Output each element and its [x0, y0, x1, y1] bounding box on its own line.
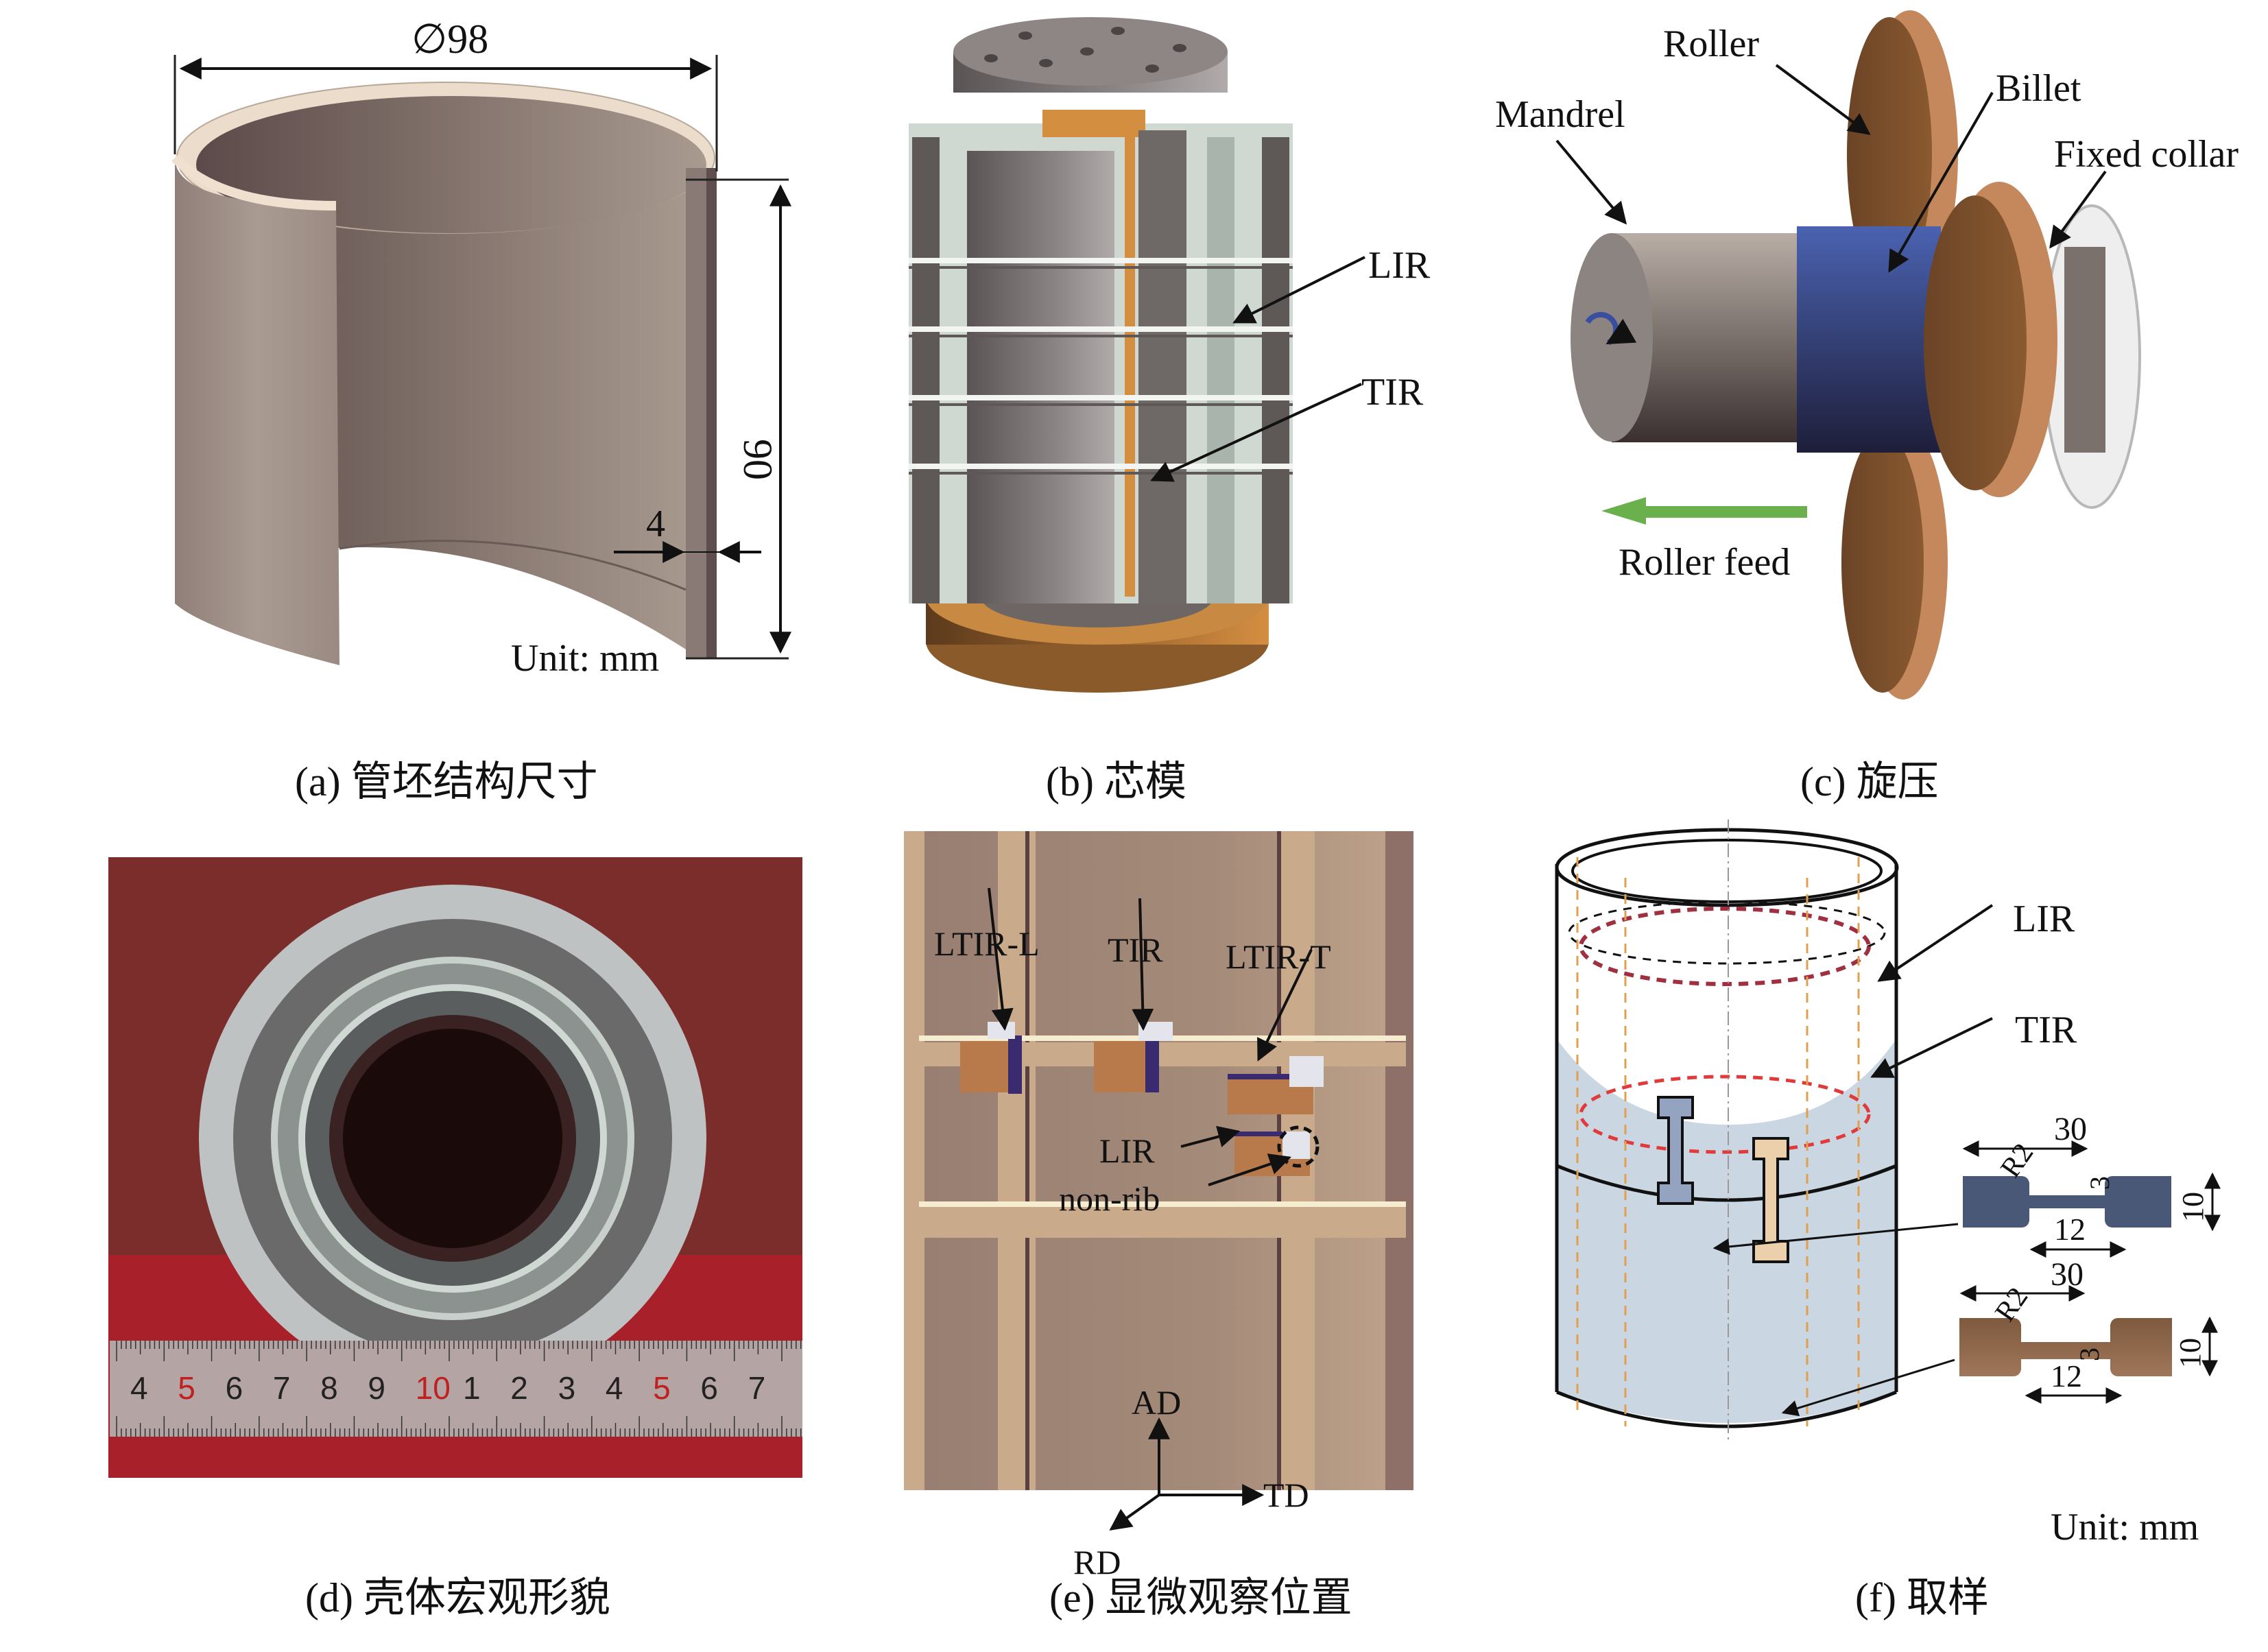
- non-rib-label: non-rib: [1059, 1180, 1160, 1218]
- rd-axis-arrow: [1109, 1494, 1160, 1531]
- ltir-l-label: LTIR-L: [934, 924, 1040, 963]
- upper-grip-width: 10: [2176, 1192, 2210, 1222]
- upper-specimen: 30 R2 3 12 10: [1962, 1111, 2221, 1258]
- caption-c: (c) 旋压: [1800, 759, 1939, 804]
- rotation-icon: [1585, 311, 1637, 346]
- upper-gauge-length: 12: [2054, 1212, 2086, 1247]
- tir-label-e: TIR: [1108, 931, 1163, 969]
- fixed-collar-label: Fixed collar: [2054, 133, 2239, 176]
- ruler-number: 7: [748, 1370, 766, 1406]
- ruler-number: 8: [320, 1370, 338, 1406]
- lower-specimen: 30 R2 3 12 10: [1959, 1256, 2218, 1404]
- sampling-cylinder-drawing: [1555, 819, 1899, 1440]
- ruler-number: 1: [463, 1370, 481, 1406]
- tir-label-f: TIR: [2015, 1009, 2077, 1051]
- ruler-number: 3: [558, 1370, 576, 1406]
- ruler-number: 5: [178, 1370, 195, 1406]
- ruler-number: 4: [130, 1370, 148, 1406]
- roller-feed-label: Roller feed: [1619, 541, 1790, 584]
- ruler-number: 4: [606, 1370, 623, 1406]
- caption-d: (d) 壳体宏观形貌: [305, 1575, 610, 1620]
- tir-arrow-b: [1150, 383, 1362, 482]
- ruler-number: 6: [226, 1370, 243, 1406]
- spinning-setup-drawing: [1571, 10, 2141, 699]
- lower-grip-width: 10: [2173, 1338, 2207, 1368]
- panel-a: ∅98 90 4 Unit: mm (a) 管坯结构尺寸: [171, 16, 791, 804]
- non-rib-highlight-circle: [1277, 1125, 1320, 1168]
- unit-label-f: Unit: mm: [2051, 1506, 2199, 1548]
- lir-label-f: LIR: [2013, 898, 2075, 940]
- ruler-number: 2: [510, 1370, 528, 1406]
- upper-gauge-width: 3: [2084, 1176, 2115, 1190]
- tir-label-b: TIR: [1361, 371, 1424, 414]
- height-label: 90: [735, 439, 780, 480]
- unit-label-a: Unit: mm: [511, 637, 659, 680]
- ruler-number: 5: [653, 1370, 671, 1406]
- lir-label-b: LIR: [1368, 244, 1431, 287]
- tube-billet-drawing: [171, 82, 717, 665]
- lir-label-e: LIR: [1099, 1132, 1155, 1170]
- roller-feed-arrow: [1601, 497, 1807, 525]
- diameter-label: ∅98: [411, 16, 488, 62]
- panel-e: LTIR-L TIR LTIR-T LIR non-rib AD TD RD (…: [904, 831, 1413, 1620]
- mandrel-assembly-drawing: [909, 17, 1293, 693]
- roller-label: Roller: [1663, 23, 1759, 65]
- upper-total-length: 30: [2054, 1111, 2087, 1147]
- ruler-ticks: [116, 1341, 802, 1437]
- mandrel-label: Mandrel: [1495, 93, 1625, 136]
- panel-c: Roller Mandrel Billet Fixed collar Rolle…: [1495, 10, 2239, 804]
- caption-b: (b) 芯模: [1046, 759, 1186, 804]
- ad-label: AD: [1132, 1383, 1181, 1422]
- caption-a: (a) 管坯结构尺寸: [295, 759, 598, 804]
- ltir-t-label: LTIR-T: [1226, 937, 1331, 976]
- caption-f: (f) 取样: [1855, 1575, 1989, 1620]
- panel-b: LIR TIR (b) 芯模: [909, 17, 1431, 804]
- ruler-number: 9: [368, 1370, 385, 1406]
- ruler-number: 6: [700, 1370, 718, 1406]
- rd-label: RD: [1073, 1543, 1121, 1581]
- ruler-number: 7: [273, 1370, 291, 1406]
- thickness-label: 4: [646, 503, 665, 545]
- ruler-number: 10: [416, 1370, 451, 1406]
- lower-total-length: 30: [2051, 1256, 2084, 1293]
- td-label: TD: [1263, 1476, 1309, 1514]
- caption-e: (e) 显微观察位置: [1049, 1575, 1352, 1620]
- lower-gauge-length: 12: [2051, 1358, 2082, 1393]
- lir-arrow-b: [1232, 256, 1365, 324]
- billet-label: Billet: [1996, 67, 2081, 110]
- panel-f: LIR TIR 30 R2 3 12 10 30 R2 3 12 10: [1555, 819, 2221, 1620]
- lower-gauge-width: 3: [2074, 1348, 2105, 1361]
